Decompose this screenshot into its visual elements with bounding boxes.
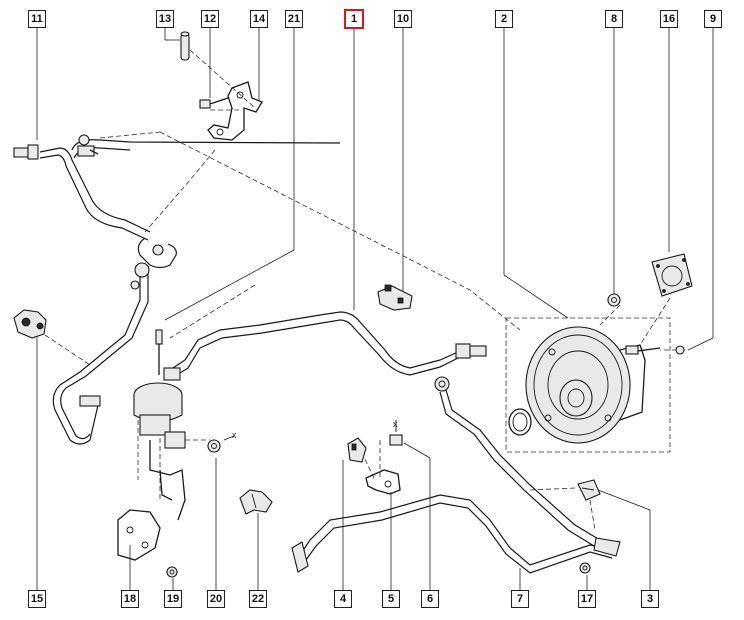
- leader-lines: [36, 28, 714, 590]
- callout-16[interactable]: 16: [660, 10, 678, 28]
- callout-10[interactable]: 10: [394, 10, 412, 28]
- part-10-clip: [377, 284, 413, 311]
- callout-11[interactable]: 11: [28, 10, 46, 28]
- x-mark-20: x: [232, 430, 237, 440]
- callout-19[interactable]: 19: [164, 590, 182, 608]
- callout-6[interactable]: 6: [421, 590, 439, 608]
- part-18-bracket: [117, 509, 161, 561]
- part-6-nut: [389, 420, 403, 446]
- part-20-washer: [207, 435, 235, 453]
- booster-hose: [434, 376, 601, 547]
- o-ring-seal: [508, 408, 532, 436]
- part-7-lower-pipe: [291, 494, 621, 574]
- part-3-clip: [577, 479, 601, 501]
- part-11-vacuum-hose: [13, 134, 341, 445]
- callout-4[interactable]: 4: [334, 590, 352, 608]
- callout-7[interactable]: 7: [511, 590, 529, 608]
- part-8-grommet: [607, 293, 621, 307]
- callout-12[interactable]: 12: [201, 10, 219, 28]
- callout-14[interactable]: 14: [250, 10, 268, 28]
- callout-3[interactable]: 3: [641, 590, 659, 608]
- callout-18[interactable]: 18: [121, 590, 139, 608]
- part-9-nut: [675, 345, 685, 355]
- callout-20[interactable]: 20: [207, 590, 225, 608]
- callout-5[interactable]: 5: [382, 590, 400, 608]
- part-2-brake-booster: [525, 326, 661, 444]
- callout-22[interactable]: 22: [249, 590, 267, 608]
- part-4-connector: [347, 437, 367, 463]
- x-mark-5: x: [393, 419, 398, 429]
- part-1-vacuum-pipe: [319, 311, 487, 376]
- part-16-gasket: [651, 253, 693, 297]
- part-15-connector: [13, 309, 47, 339]
- callout-21[interactable]: 21: [285, 10, 303, 28]
- assembly-dashed-lines: [44, 49, 685, 531]
- callout-9[interactable]: 9: [704, 10, 722, 28]
- callout-17[interactable]: 17: [578, 590, 596, 608]
- part-22-clip: [239, 489, 273, 515]
- part-12-bolt: [199, 97, 229, 109]
- callout-15[interactable]: 15: [28, 590, 46, 608]
- part-19-nut: [166, 566, 178, 578]
- part-21-vacuum-pump: [133, 314, 323, 521]
- part-5-bracket: [365, 469, 401, 495]
- callout-1-highlighted[interactable]: 1: [344, 9, 364, 29]
- callout-13[interactable]: 13: [156, 10, 174, 28]
- part-14-bracket: [207, 81, 263, 141]
- part-13-spacer: [180, 31, 190, 61]
- part-17-nut: [579, 562, 591, 574]
- callout-8[interactable]: 8: [605, 10, 623, 28]
- callout-2[interactable]: 2: [495, 10, 513, 28]
